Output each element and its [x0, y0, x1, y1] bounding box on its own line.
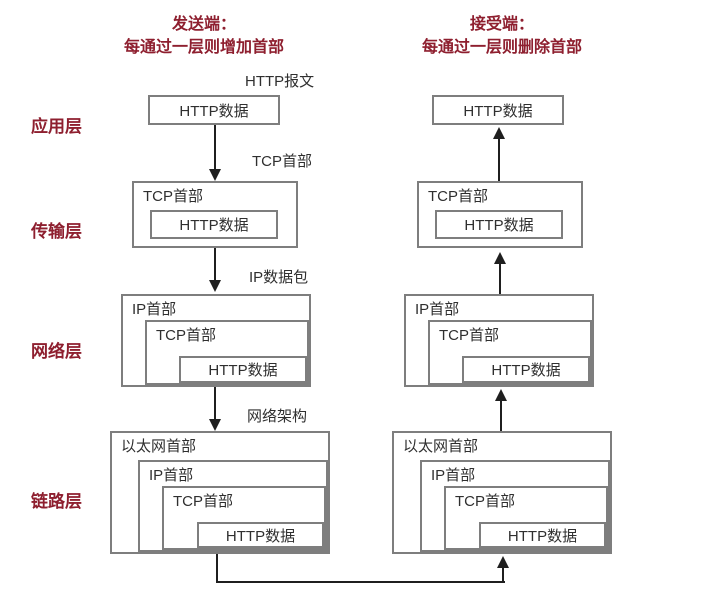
receiver-arrow-link-network-line	[500, 400, 502, 431]
bottom-connector-right-line	[502, 567, 504, 583]
sender-link-ip-box: IP首部 TCP首部 HTTP数据	[138, 460, 328, 552]
sender-link-tcp-label: TCP首部	[173, 493, 234, 510]
sender-header-line2: 每通过一层则增加首部	[123, 39, 284, 56]
sender-app-http-data-box: HTTP数据	[148, 95, 280, 125]
receiver-link-ip-label: IP首部	[431, 467, 476, 484]
sender-header-line1: 发送端：	[171, 16, 236, 33]
receiver-link-tcp-label: TCP首部	[455, 493, 516, 510]
receiver-network-ip-box: IP首部 TCP首部 HTTP数据	[404, 294, 594, 387]
sender-transport-tcp-label: TCP首部	[143, 188, 204, 205]
sender-arrow-app-transport-line	[214, 125, 216, 171]
bottom-connector-head-icon	[497, 556, 509, 568]
receiver-network-tcp-label: TCP首部	[439, 327, 500, 344]
sender-link-ip-label: IP首部	[149, 467, 194, 484]
sender-arrow-network-link-line	[214, 387, 216, 420]
sender-link-ethernet-box: 以太网首部 IP首部 TCP首部 HTTP数据	[110, 431, 330, 554]
sender-network-ip-label: IP首部	[132, 301, 177, 318]
sender-link-http-data-box: HTTP数据	[197, 522, 324, 548]
bottom-connector-horizontal-line	[216, 581, 505, 583]
sender-network-tcp-box: TCP首部 HTTP数据	[145, 320, 309, 385]
sender-link-tcp-box: TCP首部 HTTP数据	[162, 486, 326, 550]
receiver-link-tcp-box: TCP首部 HTTP数据	[444, 486, 608, 550]
receiver-arrow-network-transport-head-icon	[494, 252, 506, 264]
sender-network-ip-box: IP首部 TCP首部 HTTP数据	[121, 294, 311, 387]
layer-label-link: 链路层	[31, 492, 82, 511]
receiver-link-http-data-box: HTTP数据	[479, 522, 606, 548]
layer-label-application: 应用层	[31, 117, 82, 136]
receiver-header: 接受端： 每通过一层则删除首部	[402, 13, 602, 59]
receiver-transport-tcp-box: TCP首部 HTTP数据	[417, 181, 583, 248]
receiver-network-http-data-box: HTTP数据	[462, 356, 590, 383]
sender-network-tcp-label: TCP首部	[156, 327, 217, 344]
receiver-header-line2: 每通过一层则删除首部	[421, 39, 582, 56]
receiver-network-ip-label: IP首部	[415, 301, 460, 318]
sender-arrow-transport-network-head-icon	[209, 280, 221, 292]
sender-link-ethernet-label: 以太网首部	[121, 438, 197, 455]
sender-transport-tcp-box: TCP首部 HTTP数据	[132, 181, 298, 248]
receiver-app-http-data-box: HTTP数据	[432, 95, 564, 125]
label-http-message: HTTP报文	[245, 73, 315, 90]
sender-arrow-transport-network-line	[214, 248, 216, 282]
layer-label-transport: 传输层	[31, 222, 82, 241]
receiver-arrow-transport-app-head-icon	[493, 127, 505, 139]
bottom-connector-left-line	[216, 554, 218, 583]
receiver-link-ip-box: IP首部 TCP首部 HTTP数据	[420, 460, 610, 552]
receiver-transport-http-data-box: HTTP数据	[435, 210, 563, 239]
receiver-link-ethernet-label: 以太网首部	[403, 438, 479, 455]
receiver-arrow-network-transport-line	[499, 263, 501, 294]
sender-network-http-data-box: HTTP数据	[179, 356, 307, 383]
receiver-link-ethernet-box: 以太网首部 IP首部 TCP首部 HTTP数据	[392, 431, 612, 554]
receiver-transport-tcp-label: TCP首部	[428, 188, 489, 205]
sender-arrow-network-link-head-icon	[209, 419, 221, 431]
receiver-arrow-transport-app-line	[498, 138, 500, 181]
label-tcp-header: TCP首部	[252, 153, 313, 170]
sender-arrow-app-transport-head-icon	[209, 169, 221, 181]
sender-transport-http-data-box: HTTP数据	[150, 210, 278, 239]
layer-label-network: 网络层	[31, 342, 82, 361]
receiver-header-line1: 接受端：	[469, 16, 534, 33]
receiver-arrow-link-network-head-icon	[495, 389, 507, 401]
label-network-frame: 网络架构	[247, 408, 308, 425]
receiver-network-tcp-box: TCP首部 HTTP数据	[428, 320, 592, 385]
label-ip-packet: IP数据包	[249, 269, 309, 286]
sender-header: 发送端： 每通过一层则增加首部	[104, 13, 304, 59]
